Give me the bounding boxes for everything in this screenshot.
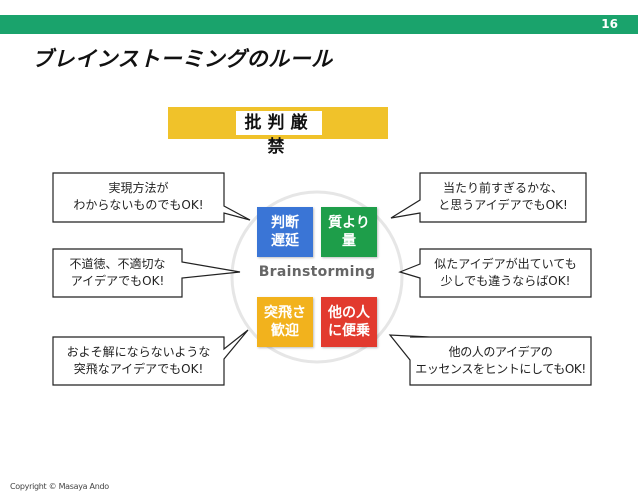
bubble-bottom-left-text: およそ解にならないような 突飛なアイデアでもOK! [66,345,211,376]
tile-welcome-wild-ideas: 突飛さ歓迎 [257,297,313,347]
tile-quantity-over-quality: 質より量 [321,207,377,257]
page-number: 16 [601,17,618,31]
bubble-top-right-text: 当たり前すぎるかな、 と思うアイデアでもOK! [438,181,568,212]
banner-label: 批判厳禁 [236,111,322,157]
bubble-mid-left-text: 不道徳、不適切な アイデアでもOK! [69,257,166,288]
center-circle [230,190,404,364]
bubble-top-left-text: 実現方法が わからないものでもOK! [73,181,204,212]
rule-banner: 批判厳禁 [168,107,388,157]
bubble-mid-right-text: 似たアイデアが出ていても 少しでも違うならばOK! [434,257,577,288]
bubble-top-right-shape [390,172,587,223]
header-bar: 16 [0,15,638,34]
bubble-bottom-left-shape [52,329,249,386]
bubble-bottom-right-shape [388,334,592,386]
bubble-bottom-right-text: 他の人のアイデアの エッセンスをヒントにしてもOK! [415,345,586,376]
tile-build-on-others: 他の人に便乗 [321,297,377,347]
bubble-mid-right-shape [398,248,592,298]
brainstorming-label: Brainstorming [258,264,376,280]
bubble-top-left-shape [52,172,251,223]
bubble-mid-left-shape [52,248,241,298]
copyright-text: Copyright © Masaya Ando [10,482,109,491]
slide-title: ブレインストーミングのルール [32,47,333,71]
tile-judgment-deferral: 判断遅延 [257,207,313,257]
